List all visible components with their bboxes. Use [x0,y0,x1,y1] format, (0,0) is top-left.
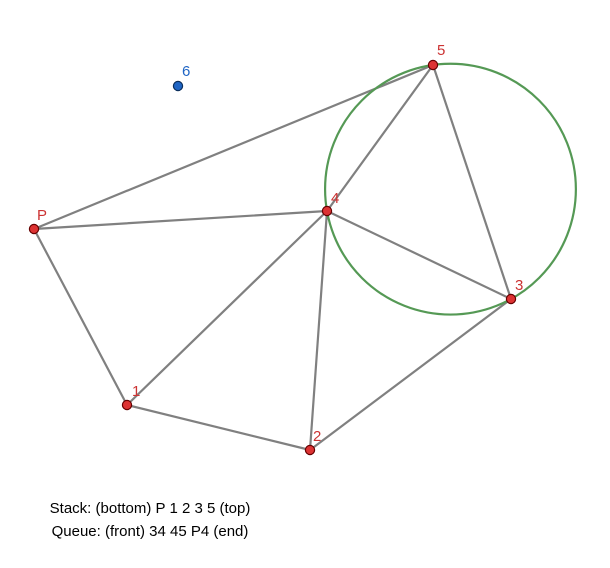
point-marker-4[interactable] [321,205,333,217]
point-6[interactable]: 6 [172,63,190,92]
point-marker-3[interactable] [505,293,517,305]
point-label-5: 5 [437,42,445,59]
point-3[interactable]: 3 [505,277,523,305]
circle-layer [323,62,577,316]
edge-P-4 [32,209,329,231]
point-label-1: 1 [132,383,140,400]
point-label-2: 2 [313,428,321,445]
edge-P-1 [32,227,129,407]
point-label-P: P [37,207,47,224]
edge-1-4 [125,209,329,407]
point-label-3: 3 [515,277,523,294]
edge-1-2 [125,403,312,452]
points-layer: P 1 2 3 4 5 6 [28,42,523,456]
point-marker-2[interactable] [304,444,316,456]
queue-caption: Queue: (front) 34 45 P4 (end) [51,523,249,540]
edge-3-4 [325,209,513,301]
point-4[interactable]: 4 [321,190,339,217]
point-marker-1[interactable] [121,399,133,411]
stack-caption: Stack: (bottom) P 1 2 3 5 (top) [49,500,251,517]
point-label-6: 6 [182,63,190,80]
point-marker-6[interactable] [172,80,184,92]
point-marker-P[interactable] [28,223,40,235]
edge-4-5 [325,63,435,213]
edge-2-3 [308,297,513,452]
point-1[interactable]: 1 [121,383,140,411]
circumcircle-4-5-3 [323,62,577,316]
edge-3-5 [431,63,513,301]
edges-layer [32,63,513,452]
edge-P-5 [32,63,435,231]
point-label-4: 4 [331,190,339,207]
point-5[interactable]: 5 [427,42,445,71]
point-P[interactable]: P [28,207,47,235]
point-marker-5[interactable] [427,59,439,71]
edge-2-4 [308,209,329,452]
point-2[interactable]: 2 [304,428,321,456]
